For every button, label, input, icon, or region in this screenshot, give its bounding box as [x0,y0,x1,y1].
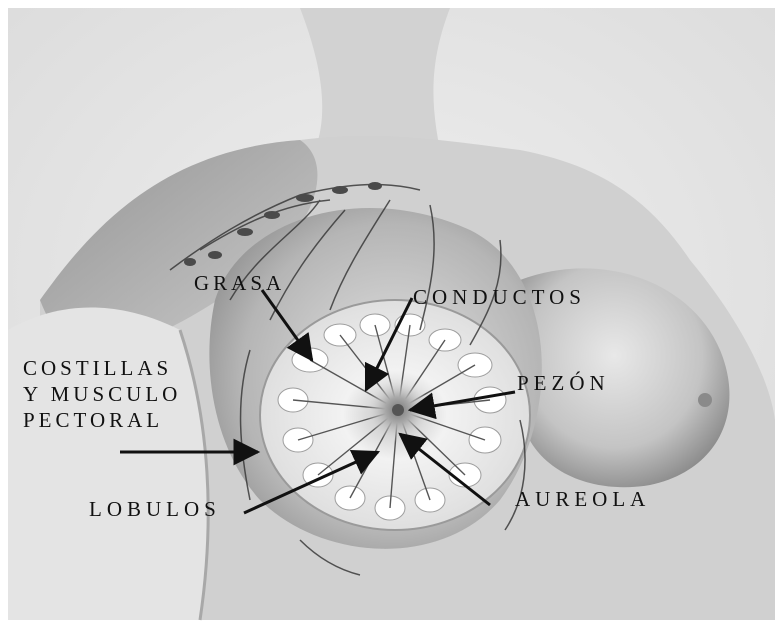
label-pezon: PEZÓN [517,370,610,396]
intact-nipple [698,393,712,407]
label-costillas-line-1: COSTILLAS [23,355,181,381]
nipple [392,404,404,416]
label-lobulos: LOBULOS [89,496,221,522]
label-grasa: GRASA [194,270,285,296]
label-costillas-y-musculo-pectoral: COSTILLAS Y MUSCULO PECTORAL [23,355,181,433]
label-aureola: AUREOLA [515,486,650,512]
label-costillas-line-3: PECTORAL [23,407,181,433]
neck [300,8,450,150]
label-conductos: CONDUCTOS [413,284,586,310]
label-costillas-line-2: Y MUSCULO [23,381,181,407]
